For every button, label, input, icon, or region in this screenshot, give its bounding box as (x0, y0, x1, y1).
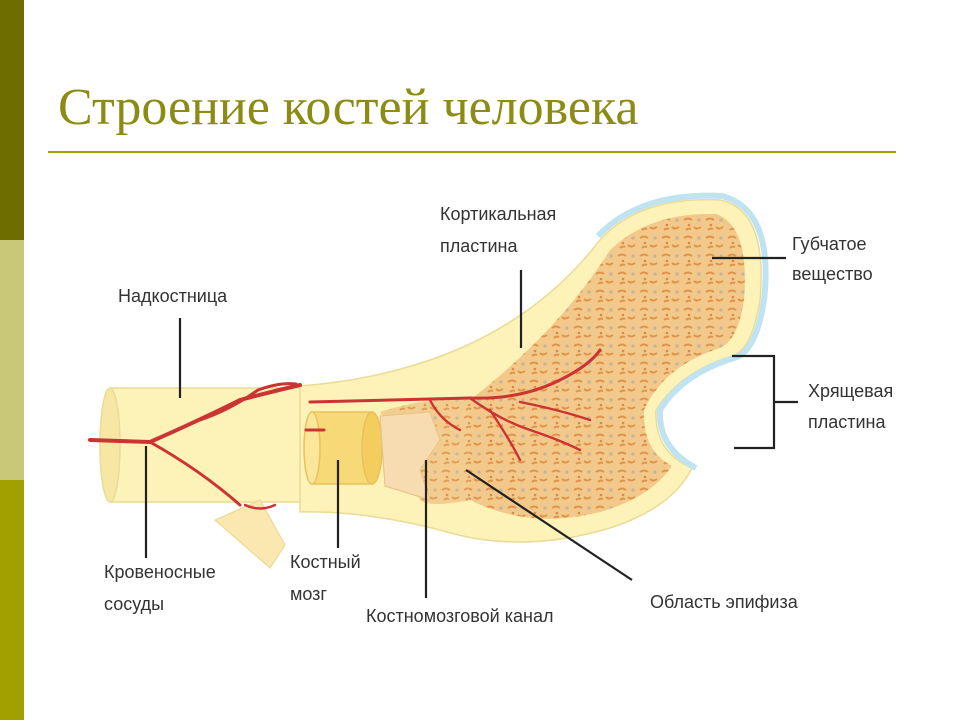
title-underline (48, 151, 896, 153)
bone-marrow-cylinder (303, 411, 383, 485)
label-periosteum: Надкостница (118, 286, 228, 306)
label-cartilage-plate: Хрящевая пластина (808, 381, 898, 432)
blood-vessels-drawing (88, 348, 602, 507)
left-band-dark (0, 0, 24, 240)
slide-title: Строение костей человека (58, 79, 639, 136)
leader-epiphysis-area (465, 469, 633, 581)
periosteum-shaft (99, 387, 311, 503)
spongy-substance (470, 213, 745, 519)
label-spongy-substance: Губчатое вещество (792, 234, 873, 284)
label-cortical-plate: Кортикальная пластина (440, 204, 561, 256)
bone-diagram: Кортикальная пластина Надкостница Губчат… (88, 192, 898, 626)
label-medullary-canal: Костномозговой канал (366, 606, 553, 626)
periosteum-fragment (213, 499, 286, 569)
left-band-olive (0, 480, 24, 720)
medullary-canal-cutaway (379, 411, 441, 501)
left-band-light (0, 240, 24, 480)
label-epiphysis-area: Область эпифиза (650, 592, 799, 612)
bracket-cartilage-plate (732, 354, 776, 450)
label-bone-marrow: Костный мозг (290, 552, 366, 604)
label-blood-vessels: Кровеносные сосуды (104, 562, 221, 614)
fragment-vessel (243, 503, 277, 510)
cartilage-rim (595, 192, 769, 471)
